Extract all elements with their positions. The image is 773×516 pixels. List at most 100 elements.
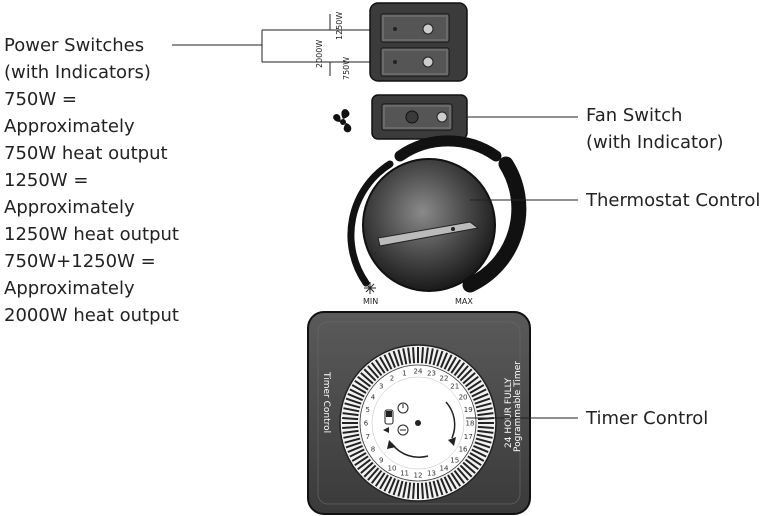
timer-pin[interactable] [360,461,374,474]
timer-pin[interactable] [397,349,404,366]
timer-pin[interactable] [420,482,424,499]
timer-pin[interactable] [475,402,492,409]
timer-pin[interactable] [469,452,485,462]
timer-pin[interactable] [383,476,393,492]
timer-pin[interactable] [360,372,374,385]
timer-pin[interactable] [447,356,457,372]
timer-pin[interactable] [392,479,400,496]
timer-pin[interactable] [343,407,360,413]
timer-pin[interactable] [424,482,429,499]
timer-mode-switch[interactable] [383,402,409,436]
timer-pin[interactable] [469,384,485,394]
timer-pin[interactable] [473,445,489,454]
timer-pin[interactable] [374,359,386,374]
timer-pin[interactable] [440,352,449,368]
timer-pin[interactable] [467,455,482,467]
timer-pin[interactable] [477,425,494,429]
timer-pin[interactable] [342,425,359,429]
timer-pin[interactable] [387,478,396,494]
timer-pin[interactable] [436,350,444,367]
timer-pin-ring[interactable] [342,347,494,499]
timer-pin[interactable] [397,480,404,497]
timer-pin[interactable] [456,365,469,379]
timer-pin[interactable] [450,472,462,487]
timer-pin[interactable] [367,365,380,379]
timer-pin[interactable] [428,481,434,498]
timer-pin[interactable] [363,464,377,478]
timer-pin[interactable] [412,482,416,499]
timer-center [415,420,421,426]
timer-pin[interactable] [474,441,491,449]
timer-pin[interactable] [443,354,453,370]
timer-pin[interactable] [477,412,494,417]
timer-pin[interactable] [462,461,476,474]
timer-pin[interactable] [349,448,365,458]
timer-pin[interactable] [370,469,383,484]
timer-pin[interactable] [474,397,491,405]
timer-pin[interactable] [351,384,367,394]
timer-pin[interactable] [464,458,479,471]
timer-pin[interactable] [436,479,444,496]
timer-pin[interactable] [347,445,363,454]
timer-pin[interactable] [453,469,466,484]
timer-pin[interactable] [379,474,389,490]
timer-pin[interactable] [344,402,361,409]
switch-750w[interactable] [380,47,450,77]
timer-pin[interactable] [379,356,389,372]
timer-pin[interactable] [477,429,494,434]
timer-pin[interactable] [383,354,393,370]
timer-pin[interactable] [354,455,369,467]
timer-pin[interactable] [354,379,369,391]
timer-pin[interactable] [471,448,487,458]
switch-1250w[interactable] [380,13,450,43]
timer-pin[interactable] [392,350,400,367]
timer-pin[interactable] [453,362,466,377]
timer-pin[interactable] [387,352,396,368]
timer-pin[interactable] [412,347,416,364]
timer-pin[interactable] [342,417,359,421]
timer-pin[interactable] [345,441,362,449]
timer-pin[interactable] [342,412,359,417]
timer-control-label: Timer Control [585,408,708,429]
timer-pin[interactable] [363,368,377,382]
timer-pin[interactable] [343,433,360,439]
timer-pin[interactable] [344,437,361,444]
timer-pin[interactable] [432,349,439,366]
timer-pin[interactable] [407,482,412,499]
timer-pin[interactable] [367,467,380,481]
timer-pin[interactable] [424,347,429,364]
timer-pin[interactable] [402,481,408,498]
fan-switch[interactable] [371,94,468,140]
timer-pin[interactable] [476,407,493,413]
timer-pin[interactable] [370,362,383,377]
timer-pin[interactable] [374,472,386,487]
timer-pin[interactable] [420,347,424,364]
timer-pin[interactable] [440,478,449,494]
timer-pin[interactable] [450,359,462,374]
timer-pin[interactable] [342,429,359,434]
timer-pin[interactable] [357,375,372,388]
timer-pin[interactable] [447,474,457,490]
timer-pin[interactable] [345,397,362,405]
timer-pin[interactable] [432,480,439,497]
timer-pin[interactable] [402,348,408,365]
timer-pin[interactable] [475,437,492,444]
timer-pin[interactable] [351,452,367,462]
thermostat-knob[interactable] [362,158,496,292]
timer-pin[interactable] [459,464,473,478]
timer-pin[interactable] [459,368,473,382]
timer-pin[interactable] [471,388,487,398]
timer-pin[interactable] [464,375,479,388]
timer-pin[interactable] [467,379,482,391]
timer-pin[interactable] [407,347,412,364]
timer-pin[interactable] [349,388,365,398]
timer-pin[interactable] [443,476,453,492]
timer-pin[interactable] [456,467,469,481]
timer-pin[interactable] [357,458,372,471]
timer-pin[interactable] [462,372,476,385]
timer-pin[interactable] [428,348,434,365]
timer-pin[interactable] [473,392,489,401]
timer-pin[interactable] [347,392,363,401]
timer-pin[interactable] [476,433,493,439]
